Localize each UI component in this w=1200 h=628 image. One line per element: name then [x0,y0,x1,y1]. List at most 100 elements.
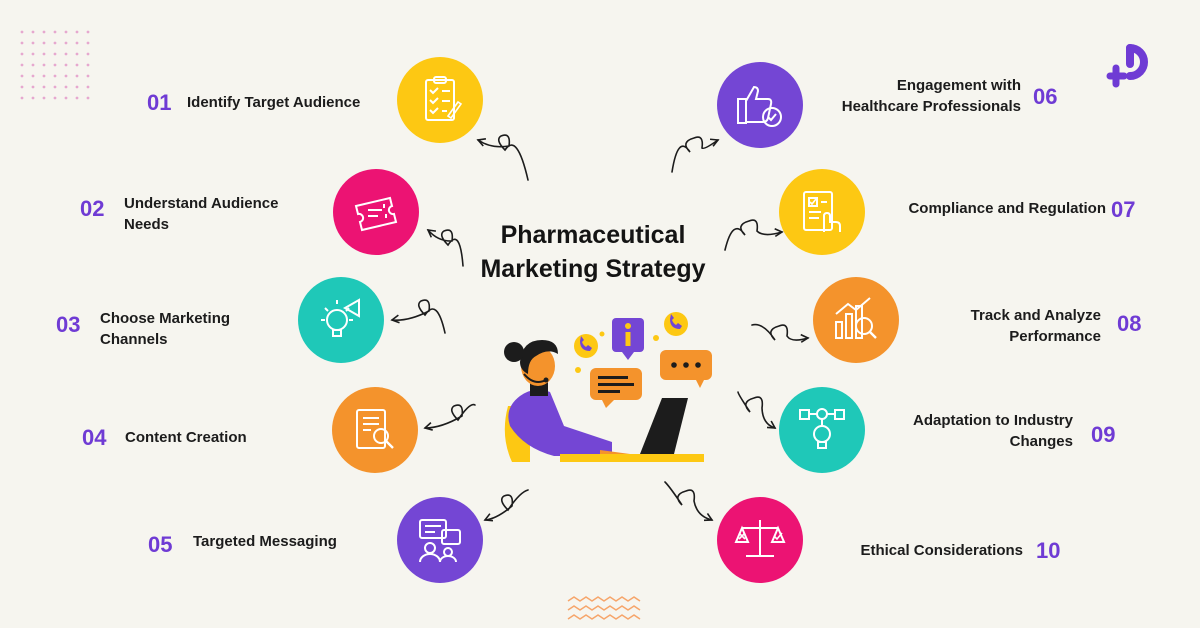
step-03-circle [298,277,384,363]
arrow-6 [671,136,719,173]
analytics-icon [835,297,877,339]
step-08-circle [813,277,899,363]
decorative-dot [53,74,57,78]
decorative-dot [20,74,24,78]
message-bubble-icon [590,368,642,408]
brand-logo-icon [1106,44,1148,88]
decorative-dot [86,30,90,34]
decorative-dot [31,63,35,67]
decorative-dot [75,41,79,45]
decorative-dot [75,30,79,34]
decorative-dot [20,52,24,56]
decorative-dot [53,96,57,100]
step-03-number: 03 [56,312,81,337]
decorative-dot [75,85,79,89]
arrow-10 [664,481,713,521]
decorative-dot [53,30,57,34]
customer-support-person-illustration [504,312,712,462]
step-04-number: 04 [82,425,107,450]
step-07-label: Compliance and Regulation [908,200,1106,217]
arrow-head-10 [703,512,714,522]
decorative-dot [20,96,24,100]
arrow-2 [427,229,464,267]
decorative-dot [86,63,90,67]
decorative-zigzag [567,596,641,620]
step-01-label: Identify Target Audience [187,94,361,111]
phone-bubble-icon-right [664,312,688,336]
document-search-icon [356,409,394,449]
lightbulb-icon [321,298,360,337]
phone-bubble-icon-left [574,334,598,358]
decorative-dot [86,52,90,56]
decorative-dot [64,96,68,100]
arrow-head-2 [426,228,437,238]
thumbs-up-icon [737,85,782,127]
checklist-icon [425,76,463,121]
decorative-dot [31,30,35,34]
decorative-dot [42,85,46,89]
arrow-head-4 [423,422,433,431]
ticket-icon [354,196,398,232]
decorative-dot [42,41,46,45]
arrow-4 [424,403,476,429]
step-06-circle [717,62,803,148]
flowchart-icon [799,408,845,449]
decorative-dot [20,41,24,45]
decorative-dot [86,74,90,78]
step-05-label: Targeted Messaging [193,533,337,550]
decorative-dot [86,85,90,89]
step-07-circle [779,169,865,255]
arrow-head-7 [774,228,784,238]
decorative-dot [31,96,35,100]
decorative-dot [64,52,68,56]
chat-group-icon [419,519,461,563]
step-10-label: Ethical Considerations [860,542,1023,559]
decorative-dot [31,52,35,56]
step-02-circle [333,169,419,255]
decorative-dot [31,85,35,89]
arrow-8 [751,323,809,341]
decorative-dot [75,63,79,67]
decorative-dot [53,63,57,67]
scales-icon [734,520,786,557]
arrow-1 [477,134,529,181]
step-05-circle [397,497,483,583]
decorative-dot [64,74,68,78]
title-line-1: Pharmaceutical [500,221,686,249]
arrow-head-5 [483,513,494,522]
info-bubble-icon [612,318,644,360]
step-10-circle [717,497,803,583]
decorative-dot [86,41,90,45]
step-02-number: 02 [80,196,105,221]
typing-bubble-icon [660,350,712,388]
step-06-number: 06 [1033,84,1058,109]
decorative-dot [64,30,68,34]
decorative-dot [86,96,90,100]
step-01-circle [397,57,483,143]
decorative-dot [64,85,68,89]
decorative-dot [42,30,46,34]
arrow-7 [724,219,783,251]
arrow-5 [484,489,529,521]
decorative-dot [53,85,57,89]
decorative-dot [20,30,24,34]
decorative-dot [53,52,57,56]
decorative-dot [64,63,68,67]
decorative-dot [20,63,24,67]
arrow-head-6 [709,138,720,147]
step-07-number: 07 [1111,197,1136,222]
step-10-number: 10 [1036,538,1061,563]
decorative-dot [42,74,46,78]
step-04-label: Content Creation [125,429,247,446]
arrow-9 [737,391,776,429]
step-04-circle [332,387,418,473]
decorative-dot [42,63,46,67]
step-05-number: 05 [148,532,173,557]
decorative-dot [31,41,35,45]
step-09-number: 09 [1091,422,1116,447]
decorative-dot [53,41,57,45]
